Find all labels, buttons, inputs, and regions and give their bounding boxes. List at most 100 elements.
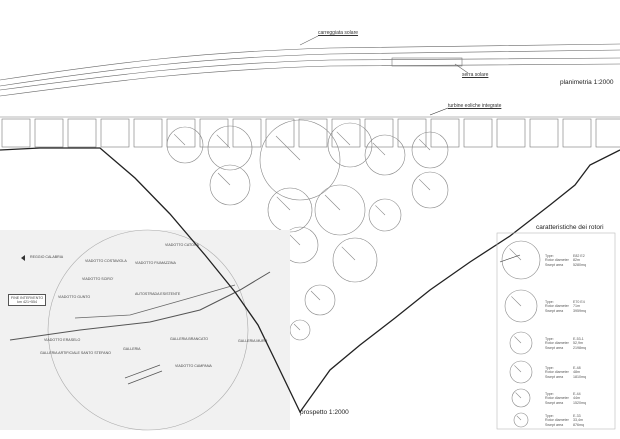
rotor-blade — [293, 323, 301, 331]
rotor-field-label: Swept area — [545, 345, 564, 350]
deck-pier — [397, 118, 427, 148]
rotor-diameter: 44m — [573, 396, 580, 401]
rotor-field-label: Swept area — [545, 400, 564, 405]
rotor-diameter: 48m — [573, 370, 580, 375]
rotor-blade — [516, 415, 522, 421]
deck-pier — [232, 118, 262, 148]
rotor-blade — [418, 178, 431, 191]
map-label: GALLERIA BRANCATO — [170, 337, 209, 341]
map-label: VIADOTTO COSTAVIOLA — [85, 259, 127, 263]
rotor-field-label: Swept area — [545, 262, 564, 267]
rotor-circle — [327, 122, 373, 168]
site-map — [0, 229, 290, 431]
rotor-circle — [411, 171, 449, 209]
rotor-area: 1520mq — [573, 400, 586, 405]
rotor-type: E70 E4 — [573, 300, 585, 304]
rotor-size-circle — [504, 289, 538, 323]
rotor-area: 876mq — [573, 422, 584, 427]
rotor-area: 1810mq — [573, 374, 586, 379]
rotor-field-label: Rotor diameter — [545, 370, 569, 375]
deck-pier — [298, 118, 328, 148]
rotor-blade — [514, 336, 522, 344]
label-turbine-eoliche: turbine eoliche integrate — [448, 103, 502, 109]
deck-pier — [265, 118, 295, 148]
rotor-field-label: Rotor diameter — [545, 258, 569, 263]
rotor-diameter: 82m — [573, 258, 580, 263]
rotor-field-label: Swept area — [545, 374, 564, 379]
rotor-size-circle — [509, 331, 533, 355]
rotor-type: E-53-1 — [573, 337, 584, 341]
rotor-field-label: Type: — [545, 254, 554, 258]
rotor-field-label: Rotor diameter — [545, 304, 569, 309]
rotor-blade — [375, 205, 386, 216]
rotor-circle — [314, 184, 366, 236]
rotor-diameter: 33,4m — [573, 418, 583, 423]
rotor-circle — [259, 119, 341, 201]
rotor-size-circle — [501, 240, 541, 280]
deck-pier — [595, 118, 620, 148]
map-label: VIADOTTO GUNTO — [58, 295, 91, 299]
rotor-circle — [364, 134, 406, 176]
rotor-size-circle — [513, 412, 529, 428]
deck-pier — [34, 118, 64, 148]
rotor-type: E-48 — [573, 366, 581, 370]
rotor-table-circles — [501, 240, 541, 428]
deck-pier — [430, 118, 460, 148]
rotor-circle — [209, 164, 251, 206]
rotor-area: 3959mq — [573, 308, 586, 313]
rotor-field-label: Type: — [545, 414, 554, 418]
rotor-size-circle — [511, 388, 531, 408]
end-km: km 421+554 — [17, 300, 38, 304]
rotor-field-label: Type: — [545, 366, 554, 370]
deck-pier — [529, 118, 559, 148]
rotor-field-label: Swept area — [545, 422, 564, 427]
rotor-field-label: Swept area — [545, 308, 564, 313]
plan-scale-title: planimetria 1:2000 — [560, 79, 614, 86]
elevation-scale-title: prospetto 1:2000 — [300, 409, 349, 416]
deck-pier — [133, 118, 163, 148]
rotor-blade — [173, 133, 186, 146]
deck-pier — [1, 118, 31, 148]
rotor-blade — [418, 138, 431, 151]
rotor-circle — [332, 237, 378, 283]
rotor-type: E-44 — [573, 392, 581, 396]
direction-label: REGGIO CALABRIA — [30, 255, 64, 259]
deck-pier — [364, 118, 394, 148]
label-serra-solare: serra solare — [462, 72, 489, 78]
rotor-blade — [372, 142, 386, 156]
rotor-circle — [368, 198, 402, 232]
map-label: VIADOTTO ERASELO — [44, 338, 81, 342]
rotor-field-label: Rotor diameter — [545, 418, 569, 423]
end-label: FINE INTERVENTO — [11, 296, 44, 300]
elevation-piers — [0, 116, 620, 148]
rotor-blade — [217, 172, 231, 186]
rotor-field-label: Rotor diameter — [545, 341, 569, 346]
map-label: VIADOTTO CAMPANA — [175, 364, 212, 368]
rotor-area: 5280mq — [573, 262, 586, 267]
rotor-area: 2198mq — [573, 345, 586, 350]
rotor-diameter: 52,9m — [573, 341, 583, 346]
map-label: GALLERIA — [123, 347, 141, 351]
map-label: GALLERIA ARTIFICIALE SANTO STEFANO — [40, 351, 111, 355]
rotor-blade — [288, 233, 301, 246]
rotor-type: E82 E2 — [573, 254, 585, 258]
rotor-field-label: Type: — [545, 337, 554, 341]
rotor-blade — [336, 131, 351, 146]
rotor-blade — [275, 135, 301, 161]
rotor-blade — [310, 290, 321, 301]
rotor-blade — [324, 194, 341, 211]
rotor-blade — [341, 246, 356, 261]
label-carreggiata-solare: carreggiata solare — [318, 30, 359, 36]
rotor-blade — [276, 196, 291, 211]
map-label: VIADOTTO CATONA — [165, 243, 199, 247]
plan-view — [0, 35, 620, 97]
rotor-circle — [411, 131, 449, 169]
rotor-blade — [509, 248, 522, 261]
map-label: VIADOTTO FIUMAZZINA — [135, 261, 176, 265]
deck-pier — [562, 118, 592, 148]
deck-pier — [67, 118, 97, 148]
deck-pier — [496, 118, 526, 148]
map-label: AUTOSTRADA ESISTENTE — [135, 292, 181, 296]
deck-pier — [100, 118, 130, 148]
